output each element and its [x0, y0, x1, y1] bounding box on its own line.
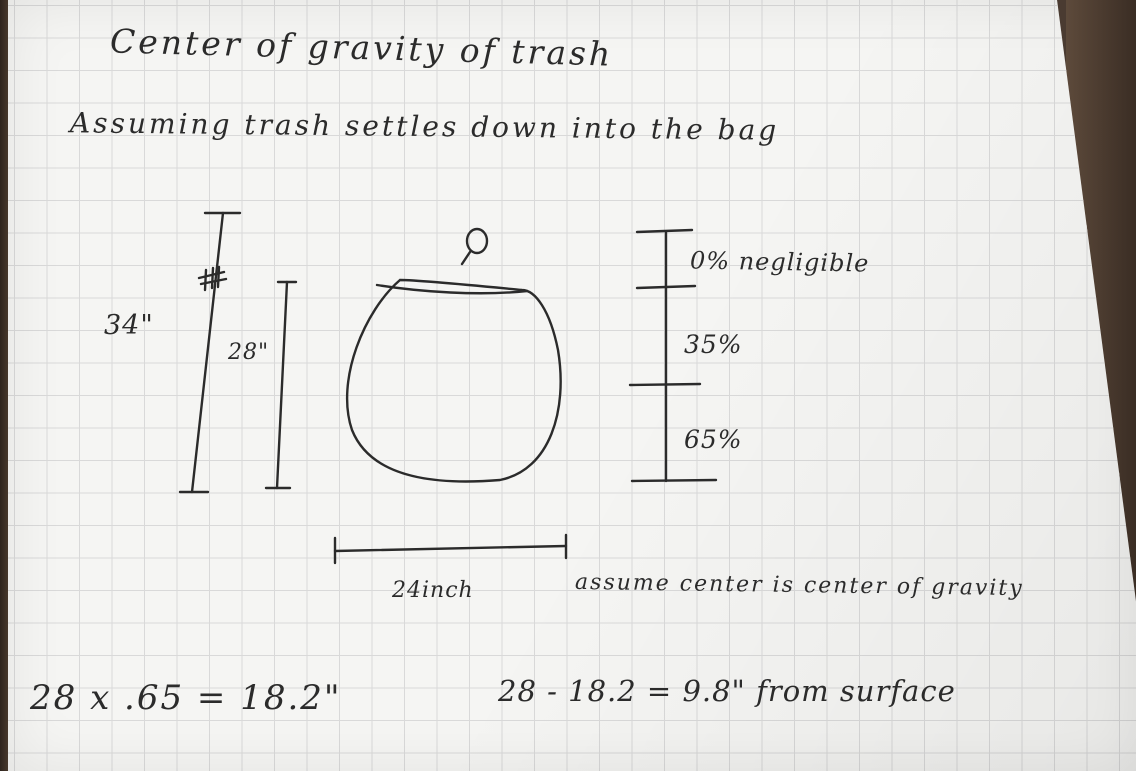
inner-height-label: 28" [228, 340, 270, 365]
equation-1: 28 x .65 = 18.2" [30, 678, 342, 718]
equation-2: 28 - 18.2 = 9.8" from surface [498, 674, 956, 708]
scale-tick-bottom [630, 478, 718, 483]
scribble-mark [197, 265, 228, 292]
graph-paper-sheet [8, 0, 1136, 771]
inner-height-line [275, 280, 289, 490]
width-line [333, 544, 568, 553]
bag-tie-knot [465, 227, 489, 255]
section-middle-label: 35% [684, 330, 743, 359]
scale-tick-lower [628, 382, 702, 387]
width-label: 24inch [392, 578, 474, 603]
outer-height-line [190, 211, 225, 494]
scale-tick-top [635, 228, 694, 234]
section-bottom-label: 65% [684, 425, 743, 454]
trash-bag-outline [345, 278, 562, 483]
fill-line [375, 283, 529, 295]
bag-tie-neck [460, 250, 472, 266]
outer-height-label: 34" [104, 310, 154, 341]
scale-tick-upper [635, 284, 697, 290]
